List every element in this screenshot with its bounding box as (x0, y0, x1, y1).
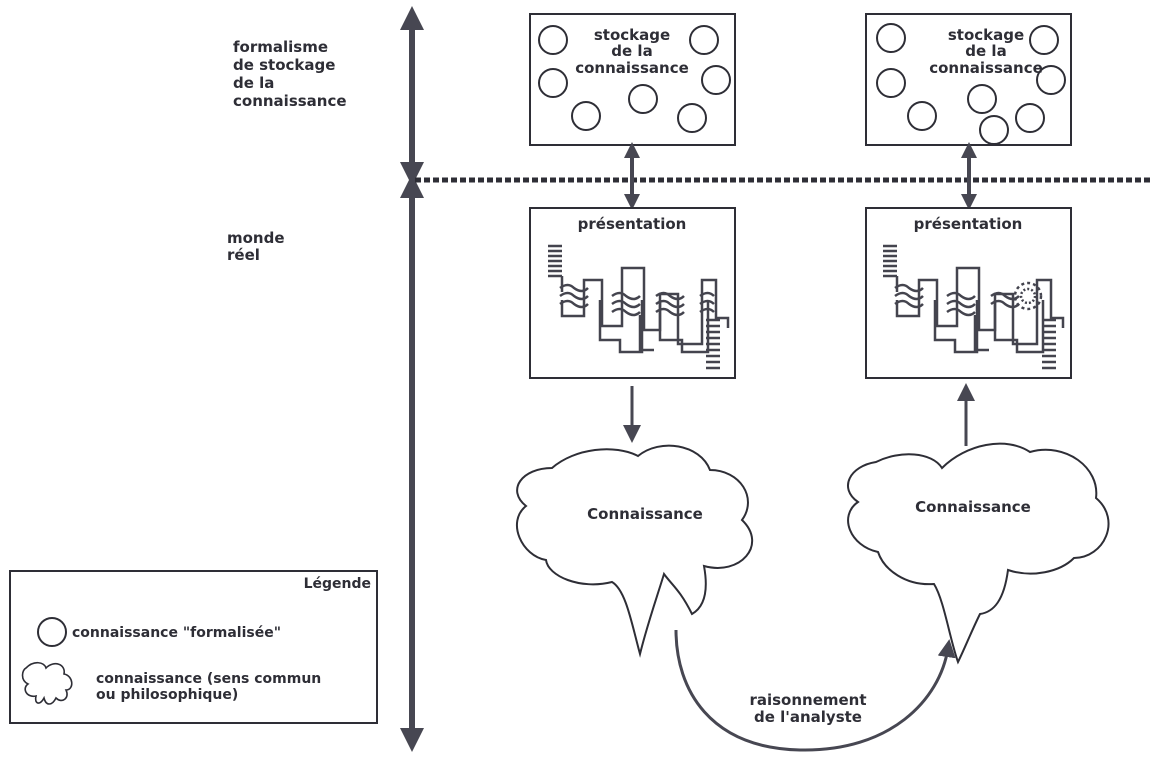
storage-title-line-2: de la (611, 42, 652, 60)
presentation-box-right: présentation (865, 207, 1072, 379)
storage-box-left: stockage de la connaissance (529, 13, 736, 146)
formal-knowledge-legend-icon (37, 617, 67, 647)
reasoning-label-line-1: raisonnement (749, 691, 866, 709)
storage-title-line-3: connaissance (575, 59, 689, 77)
legend: Légende connaissance "formalisée" connai… (9, 570, 378, 724)
real-world-label-line-2: réel (227, 246, 260, 264)
formal-knowledge-circle (876, 23, 906, 53)
presentation-title: présentation (578, 215, 687, 233)
formal-knowledge-circle (907, 101, 937, 131)
formal-knowledge-circle (538, 25, 568, 55)
formal-knowledge-circle (538, 68, 568, 98)
legend-formalized-label: connaissance "formalisée" (72, 625, 281, 641)
real-world-label-line-1: monde (227, 229, 285, 247)
highlight-region (1013, 281, 1043, 311)
protein-sequence-graphic (883, 244, 1065, 370)
common-knowledge-legend-icon (21, 661, 73, 705)
formal-knowledge-circle (1015, 103, 1045, 133)
storage-label-line-2: de stockage (233, 56, 335, 74)
knowledge-label-left: Connaissance (587, 505, 703, 523)
formal-knowledge-circle (876, 68, 906, 98)
real-world-label: monde réel (227, 229, 285, 264)
legend-common-label-line-2: ou philosophique) (96, 687, 238, 703)
legend-common-label-line-1: connaissance (sens commun (96, 671, 321, 687)
storage-formalism-label: formalisme de stockage de la connaissanc… (233, 38, 347, 110)
formal-knowledge-circle (571, 101, 601, 131)
storage-title-line-2: de la (965, 42, 1006, 60)
storage-label-line-3: de la (233, 74, 274, 92)
formal-knowledge-circle (628, 84, 658, 114)
knowledge-label-right: Connaissance (915, 498, 1031, 516)
formal-knowledge-circle (1036, 65, 1066, 95)
presentation-box-left: présentation (529, 207, 736, 379)
knowledge-cloud-left (515, 444, 754, 658)
storage-box-right: stockage de la connaissance (865, 13, 1072, 146)
storage-title-line-1: stockage (948, 26, 1024, 44)
reasoning-label-line-2: de l'analyste (754, 708, 862, 726)
storage-label-line-1: formalisme (233, 38, 328, 56)
formal-knowledge-circle (689, 25, 719, 55)
formal-knowledge-circle (677, 103, 707, 133)
legend-title: Légende (304, 576, 371, 592)
storage-label-line-4: connaissance (233, 92, 347, 110)
presentation-title: présentation (914, 215, 1023, 233)
knowledge-cloud-right (847, 442, 1110, 665)
storage-title-line-3: connaissance (929, 59, 1043, 77)
formal-knowledge-circle (1029, 25, 1059, 55)
formal-knowledge-circle (967, 84, 997, 114)
reasoning-arrow (674, 629, 956, 752)
formal-knowledge-circle (701, 65, 731, 95)
formal-knowledge-circle (979, 115, 1009, 145)
protein-sequence-graphic (548, 244, 730, 370)
storage-title-line-1: stockage (594, 26, 670, 44)
